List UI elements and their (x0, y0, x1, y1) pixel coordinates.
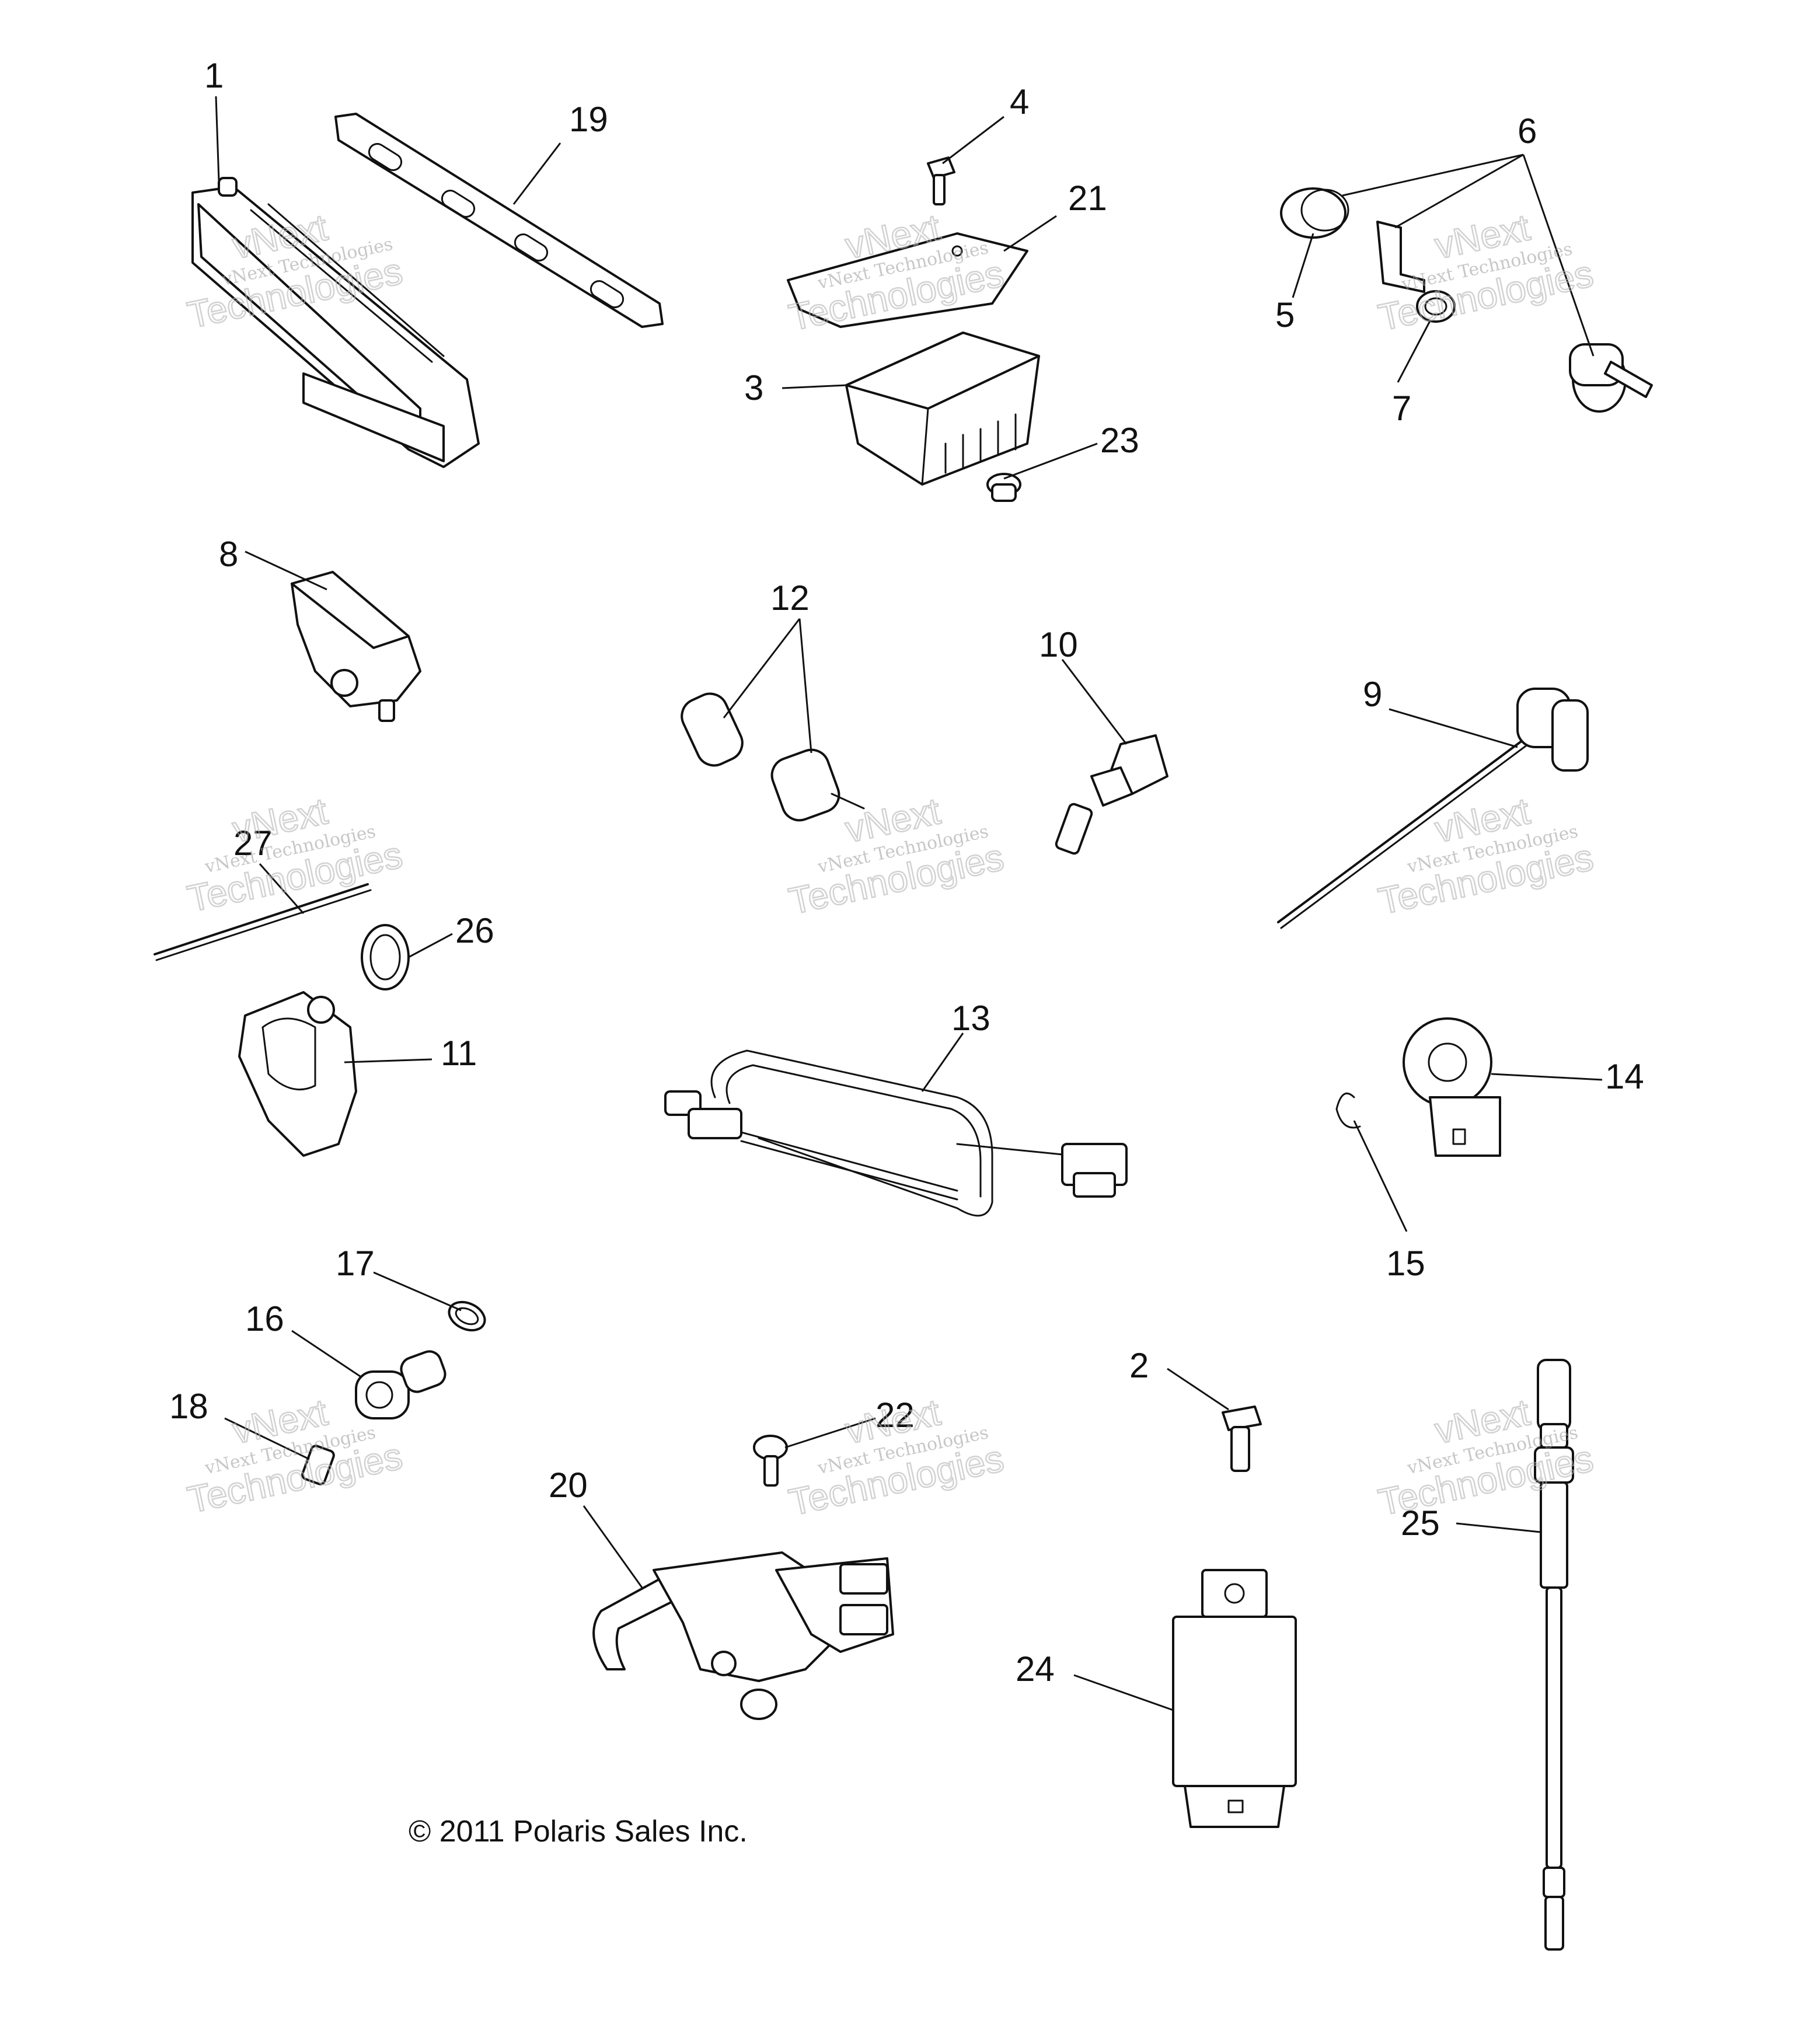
part-seal-17 (448, 1300, 486, 1332)
callout-13: 13 (951, 999, 990, 1038)
part-knock-sensor (1403, 1017, 1501, 1157)
callout-21: 21 (1068, 179, 1107, 218)
part-elbow-sensor (355, 1350, 446, 1419)
part-cap-5 (1280, 187, 1349, 239)
callout-18: 18 (169, 1387, 208, 1426)
copyright-notice: © 2011 Polaris Sales Inc. (409, 1815, 748, 1848)
part-gasket-plate (787, 232, 1028, 328)
callout-8: 8 (219, 535, 238, 574)
callout-4: 4 (1010, 82, 1029, 121)
part-clip-15 (1335, 1092, 1361, 1129)
callout-11: 11 (441, 1034, 477, 1073)
callout-19: 19 (569, 100, 608, 139)
callout-15: 15 (1386, 1244, 1425, 1283)
part-wire-harness (664, 1049, 1128, 1217)
part-screw-22 (753, 1435, 788, 1487)
callout-9: 9 (1363, 675, 1382, 714)
part-plug-6 (1569, 343, 1653, 413)
part-relay-module (1172, 1569, 1297, 1828)
callout-24: 24 (1016, 1649, 1055, 1689)
callout-labels: 1 19 4 21 3 23 6 5 7 8 12 10 9 27 26 11 … (169, 56, 1644, 1689)
callout-7: 7 (1392, 389, 1411, 428)
part-clip-6 (1376, 221, 1425, 293)
part-fitting-18 (301, 1445, 335, 1485)
part-wire-sensor (1277, 688, 1589, 929)
callout-5: 5 (1275, 295, 1295, 334)
callout-16: 16 (245, 1299, 284, 1338)
part-idle-valve (592, 1551, 894, 1720)
callout-27: 27 (233, 824, 273, 863)
part-ecu-module (191, 177, 480, 468)
part-canisters (681, 692, 865, 822)
part-screw-4 (927, 156, 955, 205)
part-temp-sensor (1055, 734, 1168, 855)
part-grommet-23 (986, 473, 1021, 502)
part-bolt-2 (1222, 1405, 1262, 1472)
callout-10: 10 (1039, 625, 1078, 664)
callout-17: 17 (336, 1244, 375, 1283)
part-washer-7 (1416, 290, 1456, 323)
callout-26: 26 (455, 911, 494, 950)
callout-2: 2 (1129, 1346, 1149, 1385)
callout-3: 3 (744, 368, 763, 407)
part-oring-26 (361, 924, 410, 990)
part-relay-box (845, 332, 1040, 486)
callout-1: 1 (204, 56, 224, 95)
callout-14: 14 (1605, 1057, 1644, 1096)
part-probe-25 (1534, 1359, 1574, 1951)
part-tps-sensor (238, 991, 357, 1157)
part-map-sensor (291, 571, 421, 722)
callout-12: 12 (770, 578, 810, 618)
part-rod-27 (154, 883, 372, 961)
callout-20: 20 (549, 1466, 588, 1505)
callout-23: 23 (1100, 421, 1139, 460)
callout-22: 22 (875, 1396, 915, 1435)
part-bracket-strap (334, 113, 664, 328)
leader-lines (215, 96, 1603, 1711)
callout-6: 6 (1518, 111, 1537, 151)
callout-25: 25 (1401, 1504, 1440, 1543)
